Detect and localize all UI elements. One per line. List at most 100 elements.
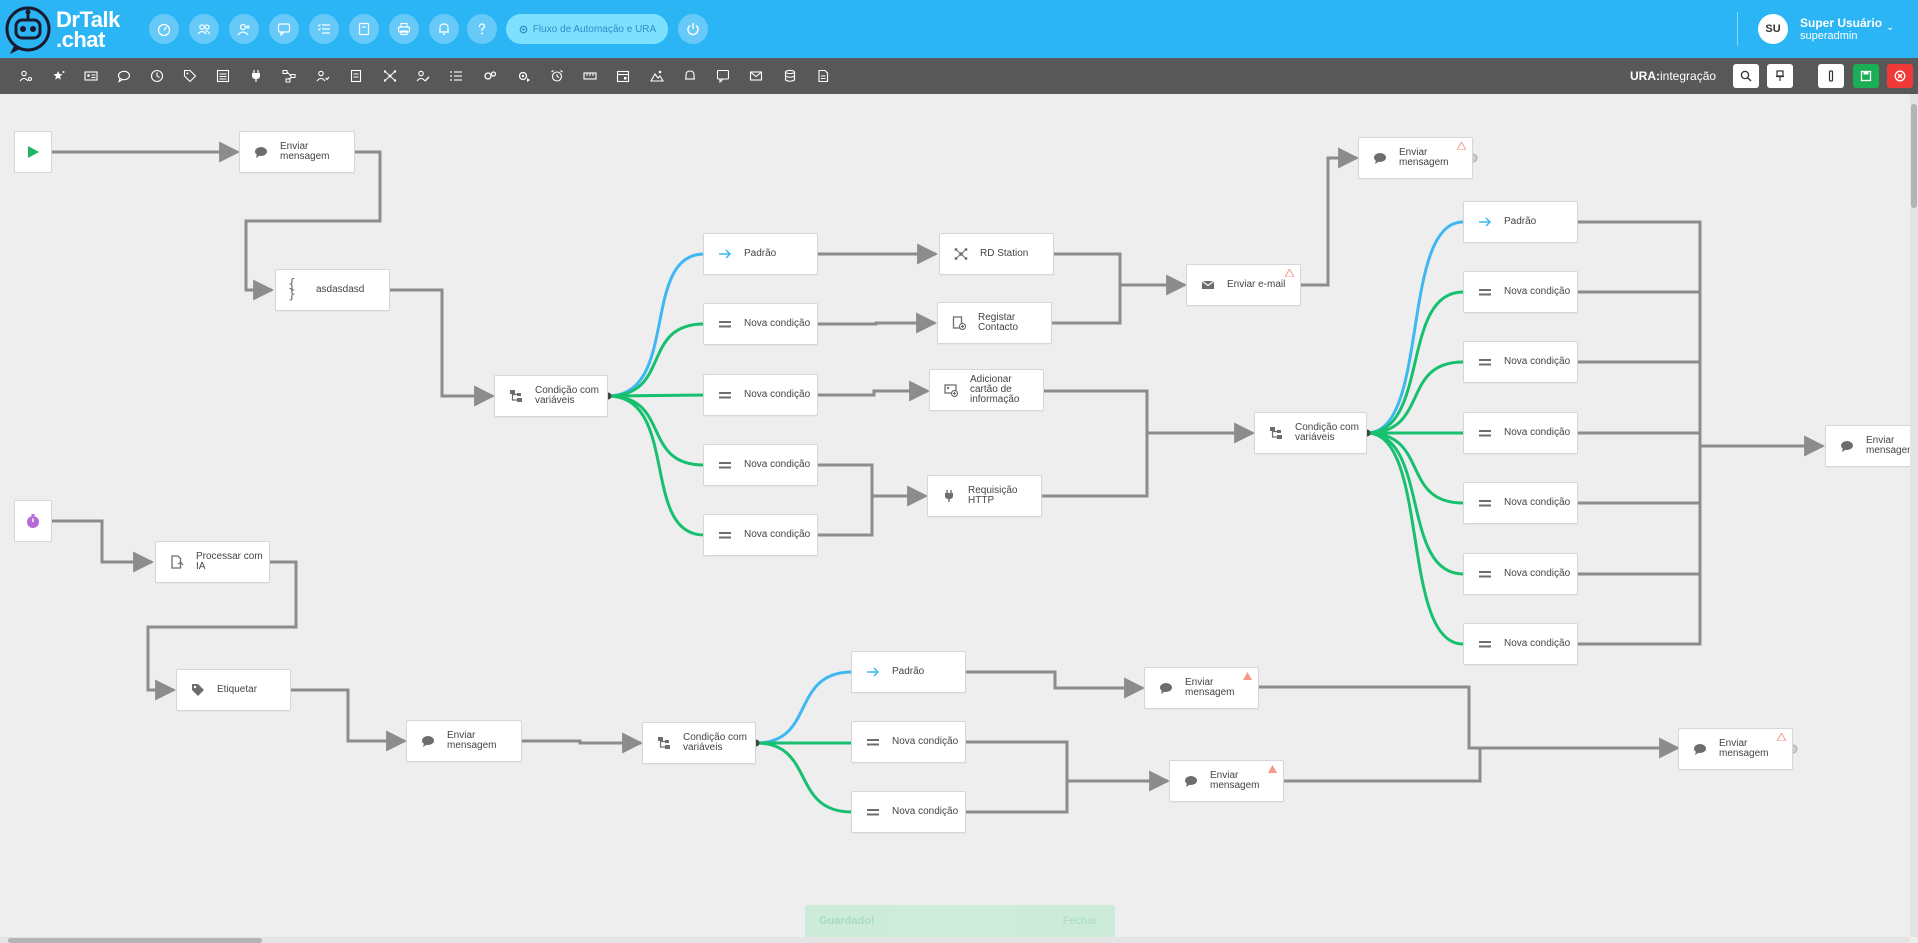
new-condition-node[interactable]: Nova condição [851,721,966,763]
help-button[interactable] [467,14,497,44]
tool-network[interactable] [381,67,399,85]
list-icon [216,69,230,83]
user-name[interactable]: Super Usuário [1800,16,1883,30]
checklist-button[interactable] [309,14,339,44]
tool-clock[interactable] [148,67,166,85]
toast-close-button[interactable]: Fechar [1062,915,1097,927]
tool-image[interactable] [648,67,666,85]
info-button[interactable] [1818,64,1844,88]
tool-user-edit[interactable] [414,67,432,85]
tool-tasks[interactable] [447,67,465,85]
user-avatar[interactable]: SU [1758,14,1788,44]
tool-calendar[interactable] [614,67,632,85]
node-label: Processar com IA [196,551,263,572]
send-message-node[interactable]: Enviar mensagem [406,720,522,762]
tag-node[interactable]: Etiquetar [176,669,291,711]
default-branch-node[interactable]: Padrão [703,233,818,275]
tool-plug[interactable] [247,67,265,85]
send-email-node[interactable]: Enviar e-mail [1186,264,1301,306]
chevron-down-icon[interactable]: ⌄ [1886,22,1895,33]
new-condition-node[interactable]: Nova condição [1463,482,1578,524]
default-branch-node[interactable]: Padrão [851,651,966,693]
tool-chat-screen[interactable] [714,67,732,85]
tool-user-check[interactable] [314,67,332,85]
tool-star[interactable] [50,67,68,85]
notifications-button[interactable] [429,14,459,44]
default-branch-node[interactable]: Padrão [1463,201,1578,243]
equals-icon [716,526,734,544]
save-flow-button[interactable] [1853,64,1879,88]
ruler-icon [583,72,597,80]
tool-robot-gear[interactable] [515,67,533,85]
new-condition-node[interactable]: Nova condição [703,514,818,556]
tool-database[interactable] [781,67,799,85]
new-condition-node[interactable]: Nova condição [851,791,966,833]
star-icon [53,71,65,80]
http-request-node[interactable]: Requisição HTTP [927,475,1042,517]
tool-list[interactable] [214,67,232,85]
new-condition-node[interactable]: Nova condição [1463,341,1578,383]
send-message-node[interactable]: Enviar mensagem [1144,667,1259,709]
new-condition-node[interactable]: Nova condição [1463,271,1578,313]
tool-ruler[interactable] [581,67,599,85]
book-button[interactable] [349,14,379,44]
tool-notification[interactable] [681,67,699,85]
tool-mail[interactable] [747,67,765,85]
search-button[interactable] [1733,64,1759,88]
send-message-node[interactable]: Enviar mensagem [1678,728,1793,770]
add-user-button[interactable] [229,14,259,44]
send-message-node[interactable]: Enviar mensagem [1358,137,1473,179]
node-label: Requisição HTTP [968,485,1018,506]
node-label: Enviar mensagem [1399,147,1449,168]
tool-flow[interactable] [280,67,298,85]
node-label: Padrão [744,248,777,259]
close-flow-button[interactable] [1887,64,1913,88]
condition-variables-node[interactable]: Condição com variáveis [1254,412,1367,454]
logout-button[interactable] [678,14,708,44]
vertical-scrollbar-thumb[interactable] [1911,104,1917,208]
tool-document[interactable] [347,67,365,85]
save-icon [1860,70,1872,82]
send-message-node[interactable]: Enviar mensagem [1825,425,1915,467]
condition-variables-node[interactable]: Condição com variáveis [494,375,608,417]
condition-variables-node[interactable]: Condição com variáveis [642,722,756,764]
arrow-right-icon [716,245,734,263]
automation-flow-button[interactable]: Fluxo de Automação e URA [506,14,668,44]
process-ai-node[interactable]: Processar com IA [155,541,270,583]
tool-gears[interactable] [481,67,499,85]
users-button[interactable] [189,14,219,44]
stopwatch-icon [27,514,39,528]
tool-tag[interactable] [181,67,199,85]
chat-button[interactable] [269,14,299,44]
new-condition-node[interactable]: Nova condição [1463,412,1578,454]
pin-button[interactable] [1767,64,1793,88]
send-message-node[interactable]: Enviar mensagem [1169,760,1284,802]
horizontal-scrollbar-track[interactable] [0,937,1910,943]
app-logo[interactable]: DrTalk .chat [4,4,120,56]
image-icon [650,70,664,82]
new-condition-node[interactable]: Nova condição [1463,623,1578,665]
vertical-scrollbar-track[interactable] [1910,94,1918,937]
new-condition-node[interactable]: Nova condição [703,374,818,416]
tool-file[interactable] [814,67,832,85]
book-icon [358,22,370,36]
node-label: Padrão [892,666,925,677]
rd-station-node[interactable]: RD Station [939,233,1054,275]
variables-node[interactable]: { }asdasdasd [275,269,390,311]
horizontal-scrollbar-thumb[interactable] [8,938,262,943]
tool-user-key[interactable] [17,67,35,85]
timer-trigger-node[interactable] [14,500,52,542]
start-trigger-node[interactable] [14,131,52,173]
register-contact-node[interactable]: Registar Contacto [937,302,1052,344]
tool-message[interactable] [115,67,133,85]
send-message-node[interactable]: Enviar mensagem [239,131,355,173]
dashboard-button[interactable] [149,14,179,44]
tool-alarm[interactable] [548,67,566,85]
flow-canvas[interactable]: Enviar mensagem { }asdasdasd Condição co… [0,94,1915,937]
new-condition-node[interactable]: Nova condição [1463,553,1578,595]
new-condition-node[interactable]: Nova condição [703,444,818,486]
new-condition-node[interactable]: Nova condição [703,303,818,345]
add-info-card-node[interactable]: Adicionar cartão de informação [929,369,1044,411]
print-button[interactable] [389,14,419,44]
tool-id-card[interactable] [82,67,100,85]
